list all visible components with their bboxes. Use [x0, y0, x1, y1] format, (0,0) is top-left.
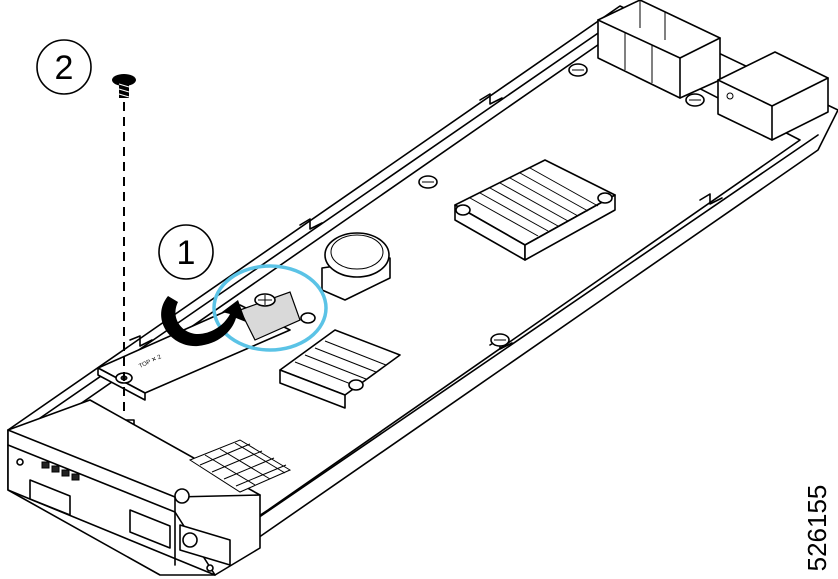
coin-cell-battery — [321, 232, 391, 301]
power-connector — [717, 51, 829, 141]
callout-1-number: 1 — [177, 234, 196, 272]
front-port — [29, 479, 71, 516]
front-panel — [7, 399, 292, 576]
chipset-heatsink — [279, 312, 401, 409]
cpu-heatsink — [454, 159, 616, 261]
callout-2: 2 — [36, 39, 92, 95]
connector-highlight — [212, 264, 328, 352]
rear-connector-block — [597, 0, 721, 99]
rotate-arrow-icon — [161, 296, 246, 347]
board-standoff-screws — [418, 63, 705, 347]
front-port-leds — [41, 461, 80, 481]
callout-1: 1 — [158, 224, 214, 280]
m2-module-card: TOP ✕ 2 — [97, 291, 301, 401]
front-port — [129, 509, 171, 549]
vent-grille — [188, 439, 292, 493]
screw-icon — [112, 74, 136, 98]
callout-2-number: 2 — [55, 49, 74, 87]
figure-id: 526155 — [802, 485, 832, 572]
